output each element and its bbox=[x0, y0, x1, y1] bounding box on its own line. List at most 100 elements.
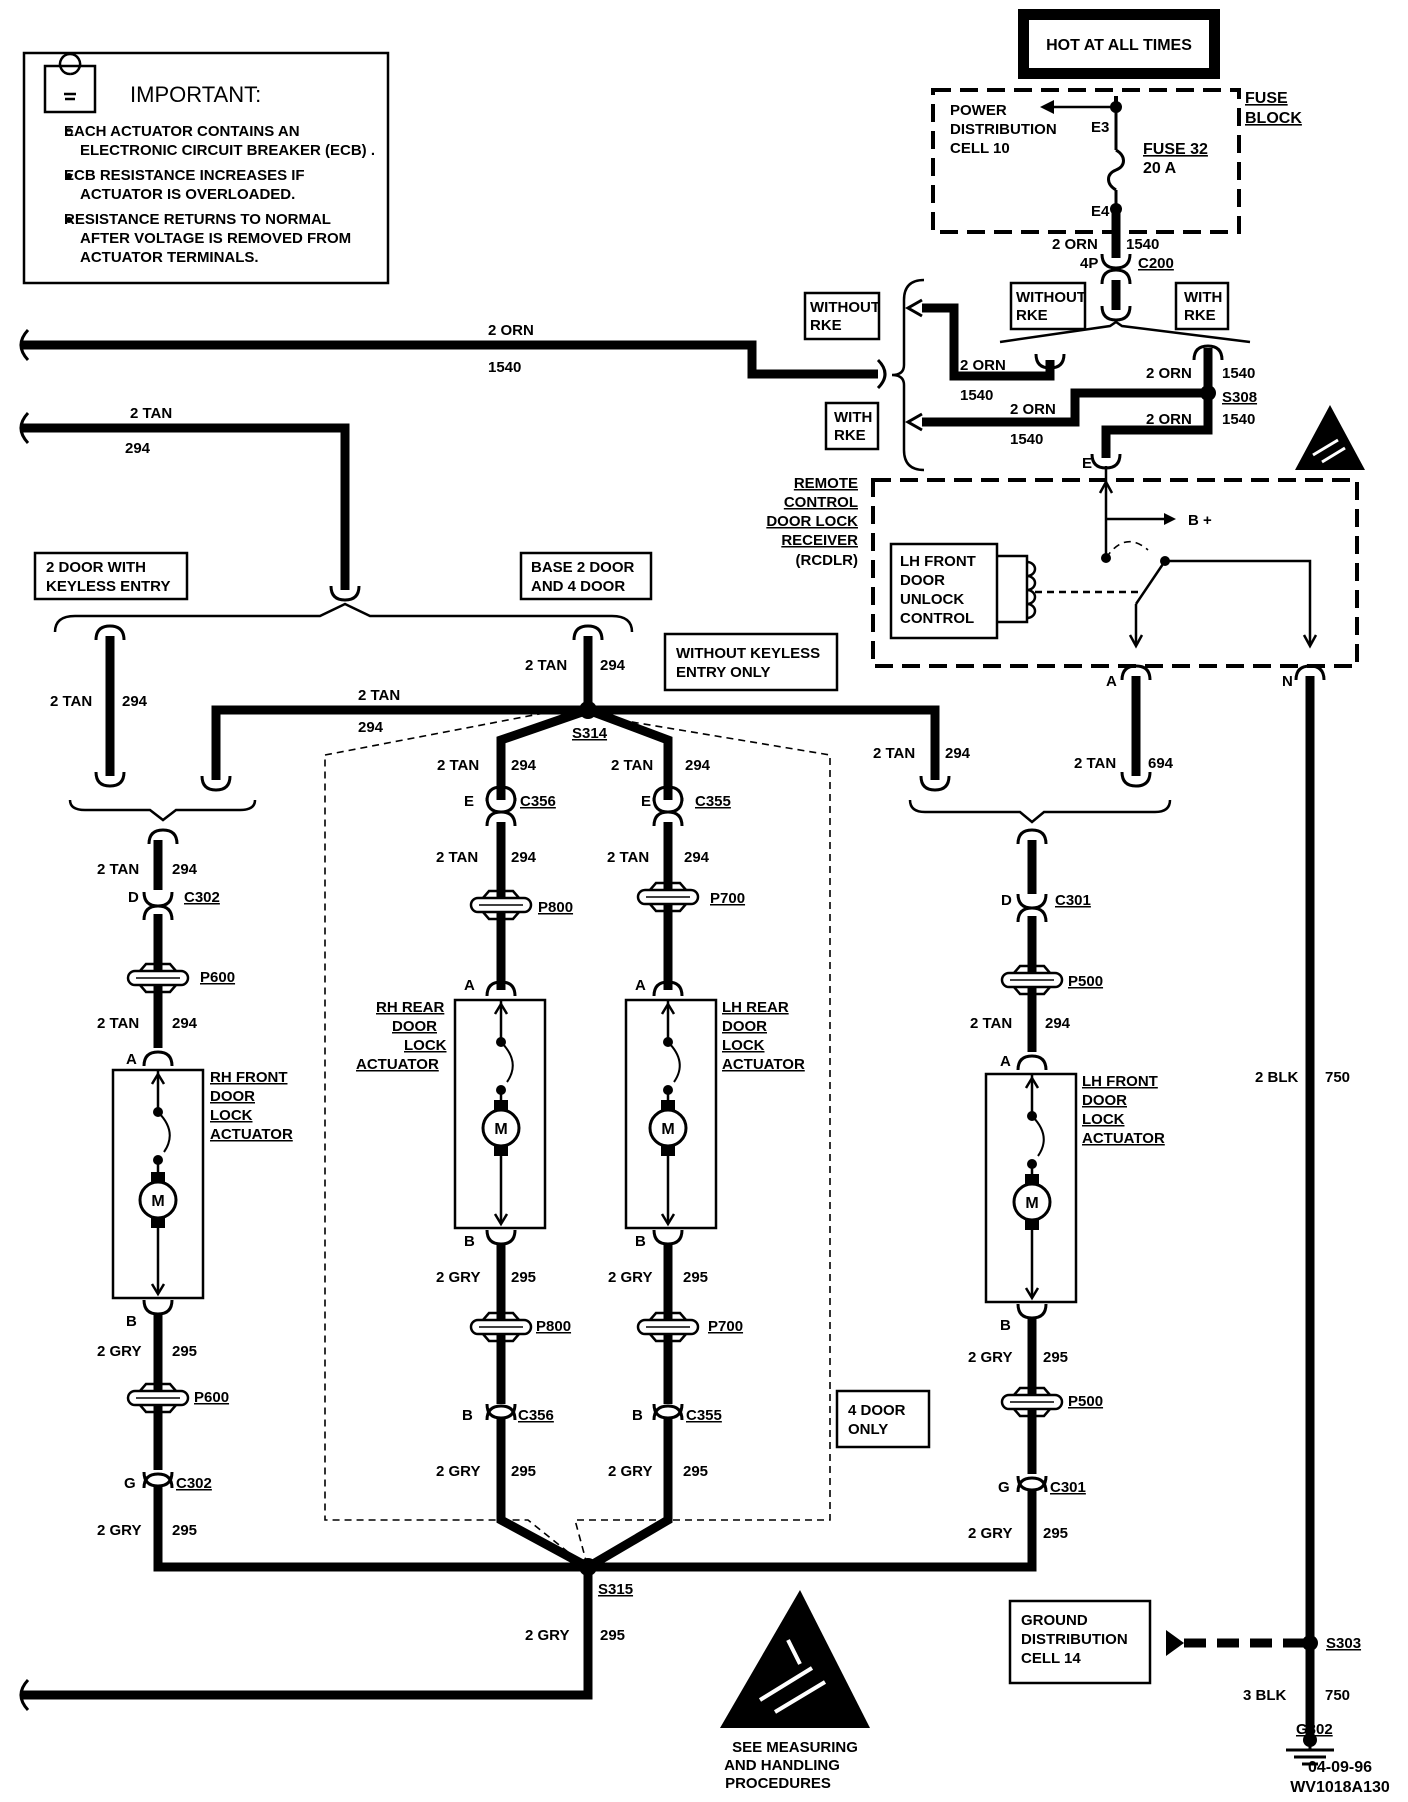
circuit-294-bus-right: 294 bbox=[945, 745, 971, 762]
rcdlr-label-2: CONTROL bbox=[784, 494, 858, 511]
important-bullet-3-line-2: AFTER VOLTAGE IS REMOVED FROM bbox=[80, 230, 351, 247]
wire-color-gry-lhr-1: 2 GRY bbox=[608, 1269, 652, 1286]
motor-label: M bbox=[1025, 1195, 1038, 1212]
wire-color-orn-main: 2 ORN bbox=[488, 322, 534, 339]
wire-color-tan-rhf-2: 2 TAN bbox=[97, 1015, 139, 1032]
wire-color-tan-lhr-2: 2 TAN bbox=[607, 849, 649, 866]
rhr-actuator-label-3: LOCK bbox=[404, 1037, 447, 1054]
c302-pin-d: D bbox=[128, 889, 139, 906]
circuit-295-rhf-2: 295 bbox=[172, 1522, 197, 1539]
wire-color-gry-rhr-1: 2 GRY bbox=[436, 1269, 480, 1286]
wire-color-tan-rhr-2: 2 TAN bbox=[436, 849, 478, 866]
wire-color-tan-lhr-1: 2 TAN bbox=[611, 757, 653, 774]
circuit-294-bus-left: 294 bbox=[358, 719, 384, 736]
actuator-switch-icon bbox=[500, 1041, 514, 1083]
rh-rear-ground-branch: B 2 GRY 295 P800 B C356 2 GRY 295 bbox=[436, 1228, 591, 1571]
wire-color-tan-base: 2 TAN bbox=[525, 657, 567, 674]
wire-color-orn-with-rke-2: 2 ORN bbox=[1010, 401, 1056, 418]
circuit-1540-without-rke: 1540 bbox=[960, 387, 993, 404]
without-rke-mid-line-2: RKE bbox=[1016, 307, 1048, 324]
wire-color-tan-keyless: 2 TAN bbox=[50, 693, 92, 710]
fuse-block-label-1: FUSE bbox=[1245, 90, 1288, 107]
unlock-control-line-3: UNLOCK bbox=[900, 591, 964, 608]
c356-pin-e: E bbox=[464, 793, 474, 810]
rh-rear-door-lock-actuator: RH REAR DOOR LOCK ACTUATOR bbox=[356, 998, 547, 1230]
rh-front-branch: 2 TAN 294 D C302 P600 2 TAN 294 A bbox=[97, 828, 235, 1068]
plug-p700-top: P700 bbox=[710, 890, 745, 907]
circuit-295-s315: 295 bbox=[600, 1627, 625, 1644]
esd-warning-icon bbox=[1295, 405, 1365, 470]
wire-color-gry-lhf-2: 2 GRY bbox=[968, 1525, 1012, 1542]
wire-color-gry-lhf-1: 2 GRY bbox=[968, 1349, 1012, 1366]
fuse-32-symbol bbox=[1107, 148, 1125, 192]
wire-color-orn-with-rke-1: 2 ORN bbox=[1146, 365, 1192, 382]
footer-date: 04-09-96 bbox=[1308, 1759, 1372, 1776]
rh-front-ground-branch: B 2 GRY 295 P600 G C302 2 GRY 295 bbox=[97, 1298, 588, 1572]
circuit-294-rhr-2: 294 bbox=[511, 849, 537, 866]
circuit-294-rhr-1: 294 bbox=[511, 757, 537, 774]
rcdlr-label-4: RECEIVER bbox=[781, 532, 858, 549]
rcdlr-module: REMOTE CONTROL DOOR LOCK RECEIVER (RCDLR… bbox=[766, 466, 1359, 668]
fuse-block-label-2: BLOCK bbox=[1245, 110, 1302, 127]
lhf-actuator-label-1: LH FRONT bbox=[1082, 1073, 1158, 1090]
circuit-694: 694 bbox=[1148, 755, 1174, 772]
wire-color-gry-rhr-2: 2 GRY bbox=[436, 1463, 480, 1480]
wire-color-tan-top: 2 TAN bbox=[130, 405, 172, 422]
wire-color-tan-rhr-1: 2 TAN bbox=[437, 757, 479, 774]
circuit-295-lhr-1: 295 bbox=[683, 1269, 708, 1286]
lhf-pin-b: B bbox=[1000, 1317, 1011, 1334]
circuit-1540-with-rke-1: 1540 bbox=[1222, 365, 1255, 382]
power-distribution-cell-line-3: CELL 10 bbox=[950, 140, 1010, 157]
fuse-32-rating: 20 A bbox=[1143, 160, 1177, 177]
power-distribution-cell-line-2: DISTRIBUTION bbox=[950, 121, 1057, 138]
circuit-295-rhf-1: 295 bbox=[172, 1343, 197, 1360]
with-rke-left-line-2: RKE bbox=[834, 427, 866, 444]
rhf-actuator-label-3: LOCK bbox=[210, 1107, 253, 1124]
wire-color-orn-to-rcdlr: 2 ORN bbox=[1146, 411, 1192, 428]
lh-front-door-lock-actuator: LH FRONT DOOR LOCK ACTUATOR bbox=[984, 1072, 1165, 1304]
unlock-control-line-4: CONTROL bbox=[900, 610, 974, 627]
rhr-pin-b: B bbox=[464, 1233, 475, 1250]
lhr-actuator-label-4: ACTUATOR bbox=[722, 1056, 805, 1073]
rhr-actuator-label-2: DOOR bbox=[392, 1018, 437, 1035]
esd-note-line-1: SEE MEASURING bbox=[732, 1739, 858, 1756]
rcdlr-pin-n: N bbox=[1282, 673, 1293, 690]
plug-p500-bottom: P500 bbox=[1068, 1393, 1103, 1410]
ground-g302: G302 bbox=[1296, 1721, 1333, 1738]
battery-positive-label: B + bbox=[1188, 512, 1212, 529]
actuator-switch-icon bbox=[157, 1111, 171, 1153]
plug-p700-bottom: P700 bbox=[708, 1318, 743, 1335]
ground-symbol-icon bbox=[1286, 1740, 1334, 1766]
plug-p600-top: P600 bbox=[200, 969, 235, 986]
without-keyless-line-2: ENTRY ONLY bbox=[676, 664, 770, 681]
wire-color-tan-bus-right: 2 TAN bbox=[873, 745, 915, 762]
circuit-295-rhr-2: 295 bbox=[511, 1463, 536, 1480]
c356-pin-b: B bbox=[462, 1407, 473, 1424]
actuator-switch-icon bbox=[667, 1041, 681, 1083]
without-keyless-box: WITHOUT KEYLESS ENTRY ONLY bbox=[663, 632, 839, 692]
relay-coil-icon bbox=[1026, 560, 1037, 620]
plug-p800-top: P800 bbox=[538, 899, 573, 916]
rcdlr-pin-e: E bbox=[1082, 455, 1092, 472]
rcdlr-label-3: DOOR LOCK bbox=[766, 513, 858, 530]
ground-cell-line-3: CELL 14 bbox=[1021, 1650, 1081, 1667]
splice-s303: S303 bbox=[1326, 1635, 1361, 1652]
unlock-control-line-1: LH FRONT bbox=[900, 553, 976, 570]
lhf-actuator-label-3: LOCK bbox=[1082, 1111, 1125, 1128]
rhf-actuator-label-4: ACTUATOR bbox=[210, 1126, 293, 1143]
important-bullet-3-line-3: ACTUATOR TERMINALS. bbox=[80, 249, 259, 266]
rcdlr-label-1: REMOTE bbox=[794, 475, 858, 492]
actuator-switch-icon bbox=[1031, 1115, 1045, 1157]
fuse-pin-e4: E4 bbox=[1091, 203, 1110, 220]
without-keyless-line-1: WITHOUT KEYLESS bbox=[676, 645, 820, 662]
wire-color-tan-rhf-1: 2 TAN bbox=[97, 861, 139, 878]
lh-rear-ground-branch: B 2 GRY 295 P700 B C355 2 GRY 295 bbox=[585, 1228, 743, 1571]
ground-cell-line-2: DISTRIBUTION bbox=[1021, 1631, 1128, 1648]
connector-c302-bottom: C302 bbox=[176, 1475, 212, 1492]
connector-c200: C200 bbox=[1138, 255, 1174, 272]
circuit-294-base: 294 bbox=[600, 657, 626, 674]
rhr-actuator-label-1: RH REAR bbox=[376, 999, 445, 1016]
fuse-block: FUSE BLOCK POWER DISTRIBUTION CELL 10 E3… bbox=[931, 88, 1302, 234]
circuit-294-rhf-2: 294 bbox=[172, 1015, 198, 1032]
rcdlr-pin-a: A bbox=[1106, 673, 1117, 690]
